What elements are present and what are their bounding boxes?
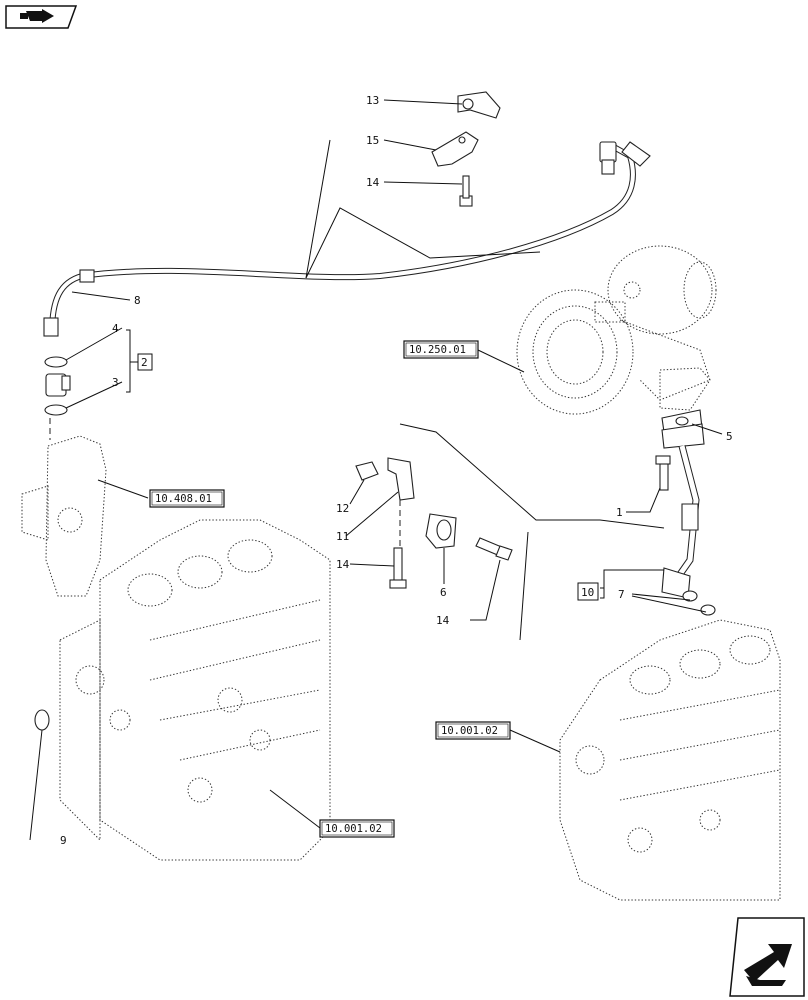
nut-12 (355, 461, 379, 481)
callout-10-001-02-left[interactable]: 10.001.02 (319, 819, 395, 838)
callout-15[interactable]: 15 (366, 134, 379, 147)
callout-8[interactable]: 8 (134, 294, 141, 307)
callout-10-001-02-right[interactable]: 10.001.02 (435, 721, 511, 740)
back-arrow-icon (20, 9, 54, 23)
svg-text:10.001.02: 10.001.02 (441, 725, 498, 737)
svg-text:4: 4 (112, 322, 119, 335)
svg-text:11: 11 (336, 530, 349, 543)
callout-2[interactable]: 2 (137, 353, 153, 371)
bolt-14-mid (389, 547, 407, 589)
clip-13 (457, 91, 501, 119)
svg-text:5: 5 (726, 430, 733, 443)
svg-text:14: 14 (336, 558, 350, 571)
clip-15 (431, 131, 479, 167)
oil-return-pipe (661, 423, 716, 616)
svg-text:14: 14 (436, 614, 450, 627)
svg-text:14: 14 (366, 176, 380, 189)
forward-arrow-icon (744, 944, 792, 986)
svg-text:1: 1 (616, 506, 623, 519)
svg-text:3: 3 (112, 376, 119, 389)
callout-10[interactable]: 10 (577, 582, 599, 601)
fitting-stack (44, 356, 71, 416)
callout-13[interactable]: 13 (366, 94, 379, 107)
engine-block-left (59, 519, 331, 861)
callout-14-mid[interactable]: 14 (336, 558, 350, 571)
svg-text:12: 12 (336, 502, 349, 515)
callout-11[interactable]: 11 (336, 530, 349, 543)
callout-3[interactable]: 3 (112, 376, 119, 389)
bracket-11 (387, 457, 415, 501)
bolt-1 (655, 455, 671, 491)
timing-cover (21, 435, 107, 597)
svg-text:10.250.01: 10.250.01 (409, 344, 466, 356)
clamp-6 (425, 513, 457, 549)
svg-text:9: 9 (60, 834, 67, 847)
svg-text:10.408.01: 10.408.01 (155, 493, 212, 505)
turbocharger (516, 245, 717, 415)
svg-text:8: 8 (134, 294, 141, 307)
callout-10-408-01[interactable]: 10.408.01 (149, 489, 225, 508)
svg-text:10: 10 (581, 586, 594, 599)
oil-feed-pipe (43, 141, 651, 337)
callout-6[interactable]: 6 (440, 586, 447, 599)
bolt-14-top (459, 175, 473, 207)
previous-page-button[interactable] (5, 5, 78, 29)
callout-4[interactable]: 4 (112, 322, 119, 335)
callout-7[interactable]: 7 (618, 588, 625, 601)
svg-text:15: 15 (366, 134, 379, 147)
callout-12[interactable]: 12 (336, 502, 349, 515)
callout-1[interactable]: 1 (616, 506, 623, 519)
engine-block-right (559, 619, 781, 901)
svg-text:10.001.02: 10.001.02 (325, 823, 382, 835)
callout-10-250-01[interactable]: 10.250.01 (403, 340, 479, 359)
bolt-14-right (475, 537, 513, 561)
o-ring-9 (34, 709, 50, 731)
callout-5[interactable]: 5 (726, 430, 733, 443)
svg-text:7: 7 (618, 588, 625, 601)
callout-14-top[interactable]: 14 (366, 176, 380, 189)
callout-14-right[interactable]: 14 (436, 614, 450, 627)
svg-text:6: 6 (440, 586, 447, 599)
callout-9[interactable]: 9 (60, 834, 67, 847)
svg-text:13: 13 (366, 94, 379, 107)
svg-text:2: 2 (141, 356, 148, 369)
next-page-button[interactable] (729, 917, 805, 997)
